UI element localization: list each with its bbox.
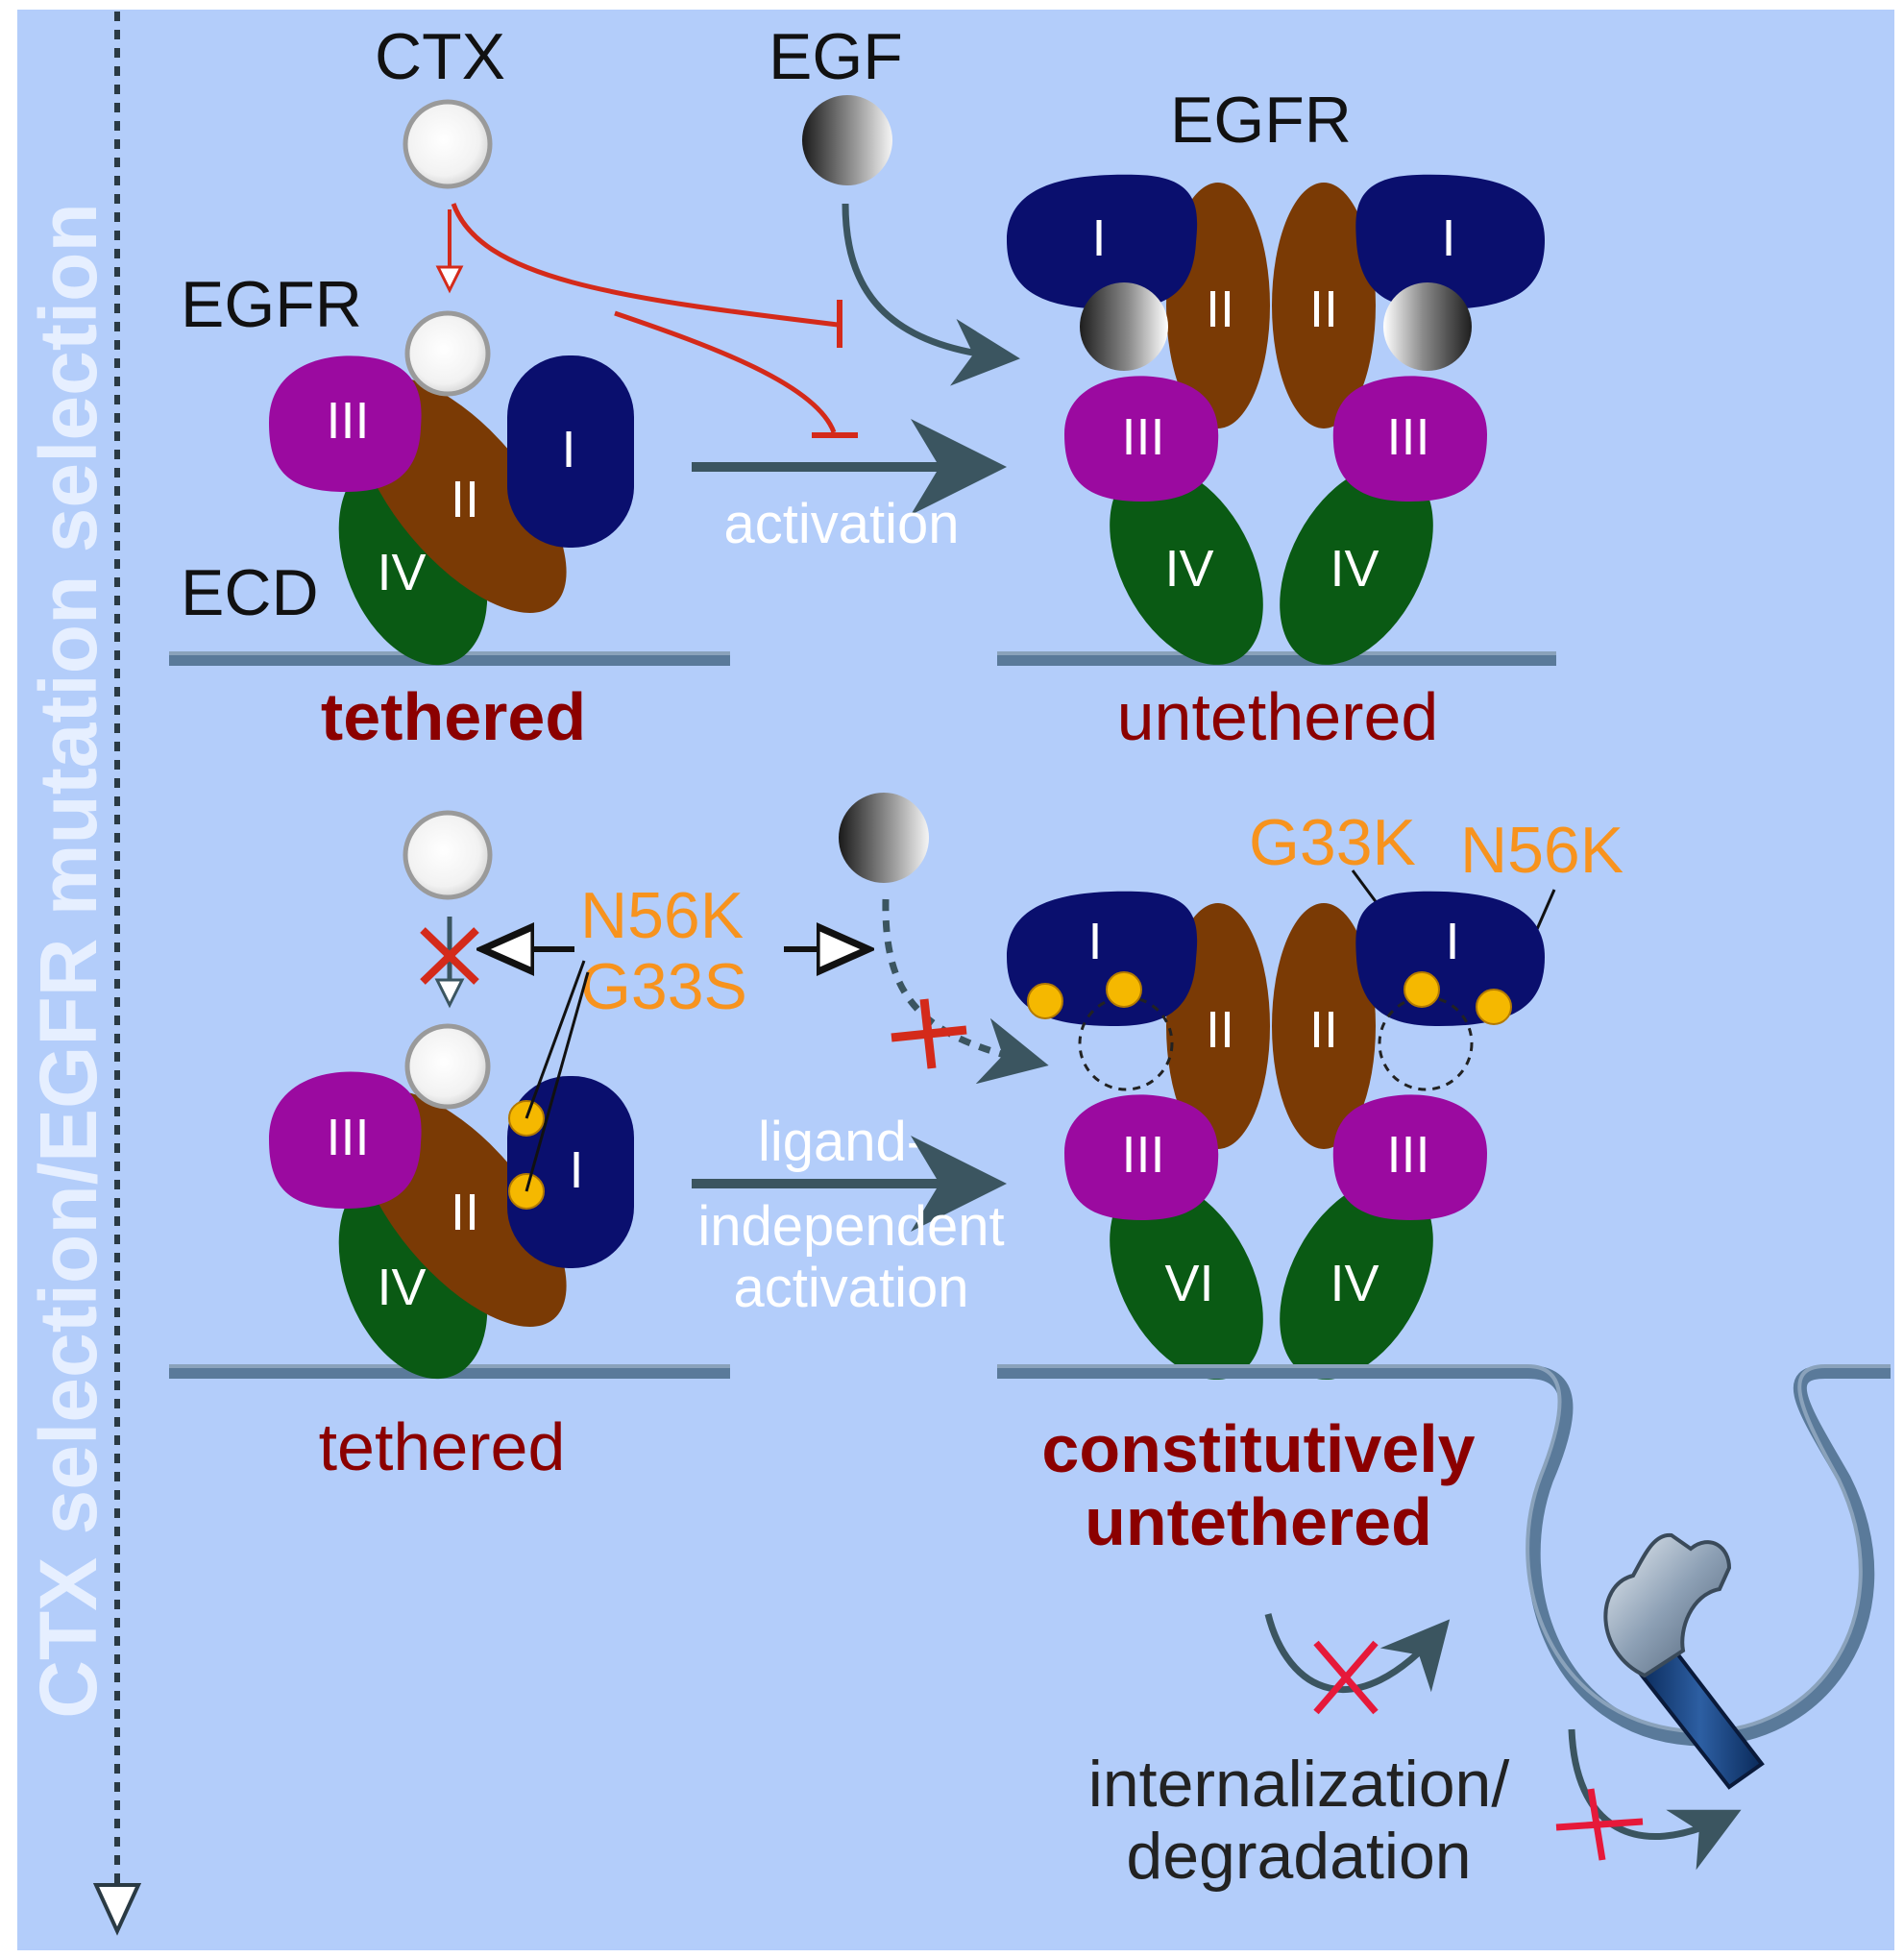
domain-iii-label: III (1121, 408, 1164, 466)
egf-label: EGF (769, 20, 903, 93)
domain-iii (1332, 376, 1487, 502)
block-x-egf (891, 998, 967, 1069)
domain-i-label: I (561, 421, 575, 478)
egfr-label-left: EGFR (181, 268, 362, 341)
ctx-blocked-arrow-head (434, 978, 465, 1009)
domain-i-label: I (1445, 913, 1459, 970)
ligand-independent-label-1: ligand- (758, 1111, 925, 1173)
ctx-label: CTX (375, 20, 505, 93)
domain-ii-label: II (451, 471, 479, 528)
domain-ii (1272, 183, 1376, 428)
untethered-dimer-top: I II III IV I II III IV (997, 174, 1556, 666)
domain-i (1355, 174, 1545, 309)
block-x-degradation (1555, 1788, 1644, 1861)
domain-iv-label: IV (377, 544, 426, 601)
domain-ii-label: II (1206, 281, 1234, 338)
state-const-untethered: untethered (1085, 1484, 1432, 1559)
mutation-dot (1404, 971, 1440, 1008)
degradation-label: degradation (1126, 1820, 1471, 1893)
block-x-ctx (420, 927, 479, 985)
domain-iii-label: III (326, 392, 369, 450)
ctx-ball-bound (404, 310, 491, 397)
mutation-dot (1027, 983, 1063, 1019)
block-x-internalization (1313, 1640, 1379, 1715)
egf-binding-arrow (842, 203, 1020, 386)
domain-iii-label: III (326, 1109, 369, 1166)
mutation-dot (1476, 989, 1512, 1025)
domain-ii-label: II (1309, 1001, 1338, 1059)
domain-i-label: I (1091, 209, 1106, 267)
domain-iii-label: III (1121, 1126, 1164, 1184)
state-tethered-top: tethered (321, 679, 586, 754)
mutation-g33s: G33S (580, 950, 747, 1023)
domain-i-label: I (569, 1141, 583, 1199)
mutation-pointer (525, 960, 586, 1119)
mutation-g33k: G33K (1249, 806, 1416, 879)
ctx-binding-arrow-head (435, 265, 464, 294)
domain-ii-label: II (451, 1184, 479, 1241)
egfr-label-right: EGFR (1170, 84, 1352, 157)
domain-iv (1280, 1180, 1433, 1380)
domain-iii-label: III (1386, 1126, 1429, 1184)
domain-iii (1332, 1094, 1487, 1220)
tethered-receptor-top: III II I IV (169, 310, 730, 666)
mutation-n56k-right: N56K (1460, 814, 1623, 887)
state-tethered-bottom: tethered (319, 1409, 566, 1484)
domain-ii-label: II (1309, 281, 1338, 338)
state-constitutively: constitutively (1041, 1411, 1475, 1486)
domain-i (507, 355, 634, 548)
mutation-pointer (525, 971, 590, 1192)
mutation-n56k-left: N56K (580, 879, 744, 952)
domain-iv-label: IV (1330, 1255, 1379, 1312)
domain-iv-typo-label: VI (1164, 1255, 1213, 1312)
ctx-ball-bottom (403, 810, 493, 900)
tethered-receptor-bottom: III II I IV (169, 960, 730, 1380)
ligand-independent-label-2: independent (697, 1195, 1004, 1258)
inhibit-curve-activation (614, 310, 837, 433)
domain-iii (1064, 376, 1219, 502)
ligand-independent-label-3: activation (733, 1257, 968, 1319)
domain-i (1007, 174, 1198, 309)
egf-ball-bound (1080, 282, 1168, 371)
domain-iv (1110, 465, 1263, 665)
domain-iv (1110, 1180, 1263, 1380)
domain-iv (1280, 465, 1433, 665)
domain-ii (1272, 903, 1376, 1149)
selection-arrow-head (92, 1883, 142, 1936)
activation-label: activation (723, 493, 959, 555)
domain-iii (269, 355, 422, 492)
egf-ball-bottom (839, 793, 929, 883)
domain-iii (1064, 1094, 1219, 1220)
domain-iii (269, 1071, 422, 1209)
untethered-dimer-bottom: I II III VI I II III IV (1007, 891, 1545, 1380)
domain-iv-label: IV (1330, 540, 1379, 598)
domain-iv-label: IV (1164, 540, 1213, 598)
side-label: CTX selection/EGFR mutation selection (23, 203, 113, 1719)
egf-ball-bound (1383, 282, 1472, 371)
state-untethered-top: untethered (1117, 679, 1439, 754)
domain-iv-label: IV (377, 1259, 426, 1316)
internalized-receptor-icon (1603, 1532, 1765, 1790)
ecd-label: ECD (181, 556, 319, 629)
mutation-dot (1106, 971, 1142, 1008)
ctx-ball-bound (404, 1023, 491, 1110)
ctx-ball-top (403, 99, 493, 189)
egf-ball-top (802, 95, 892, 185)
domain-i-label: I (1087, 913, 1102, 970)
internalization-label: internalization/ (1088, 1748, 1510, 1821)
domain-i-label: I (1441, 209, 1455, 267)
domain-ii-label: II (1206, 1001, 1234, 1059)
inhibit-curve-egf-binding (451, 203, 839, 328)
internalization-arrow-1 (1264, 1613, 1451, 1693)
domain-iii-label: III (1386, 408, 1429, 466)
